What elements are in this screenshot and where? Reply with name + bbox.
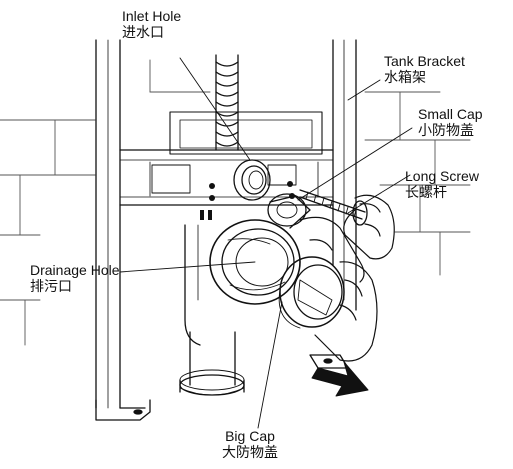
inlet-hose [215,54,239,151]
small-cap [267,193,311,229]
direction-arrow [311,361,369,397]
tank-bracket-label-en: Tank Bracket [384,53,465,69]
brick-wall [0,59,471,346]
long-screw [299,189,368,226]
big-cap-label-en: Big Cap [225,428,275,444]
drainage-hole-label-en: Drainage Hole [30,262,120,278]
hands [299,194,395,362]
big-cap-label-zh: 大防物盖 [222,444,278,460]
tank-bracket-label-zh: 水箱架 [384,69,426,85]
small-cap-label-zh: 小防物盖 [418,122,474,138]
drainage-hole-label-zh: 排污口 [30,278,72,294]
bracket-slots [200,181,295,220]
inlet-hole-label-en: Inlet Hole [122,8,182,24]
big-cap [278,256,345,329]
inlet-hole-label-zh: 进水口 [122,24,164,40]
tank-bracket-label: Tank Bracket 水箱架 [384,53,465,85]
leader-lines [119,57,413,429]
foot-plates [95,354,349,421]
big-cap-label: Big Cap 大防物盖 [222,428,278,460]
drain-pipe [179,224,245,396]
long-screw-label-en: Long Screw [405,168,479,184]
small-cap-label-en: Small Cap [418,106,483,122]
drainage-hole [209,219,301,305]
inlet-hole-label: Inlet Hole 进水口 [122,8,181,40]
drainage-hole-label: Drainage Hole 排污口 [30,262,120,294]
inlet-hole [233,159,271,201]
long-screw-label-zh: 长螺杆 [405,184,447,200]
frame-posts [95,39,357,409]
small-cap-label: Small Cap 小防物盖 [418,106,483,138]
long-screw-label: Long Screw 长螺杆 [405,168,479,200]
